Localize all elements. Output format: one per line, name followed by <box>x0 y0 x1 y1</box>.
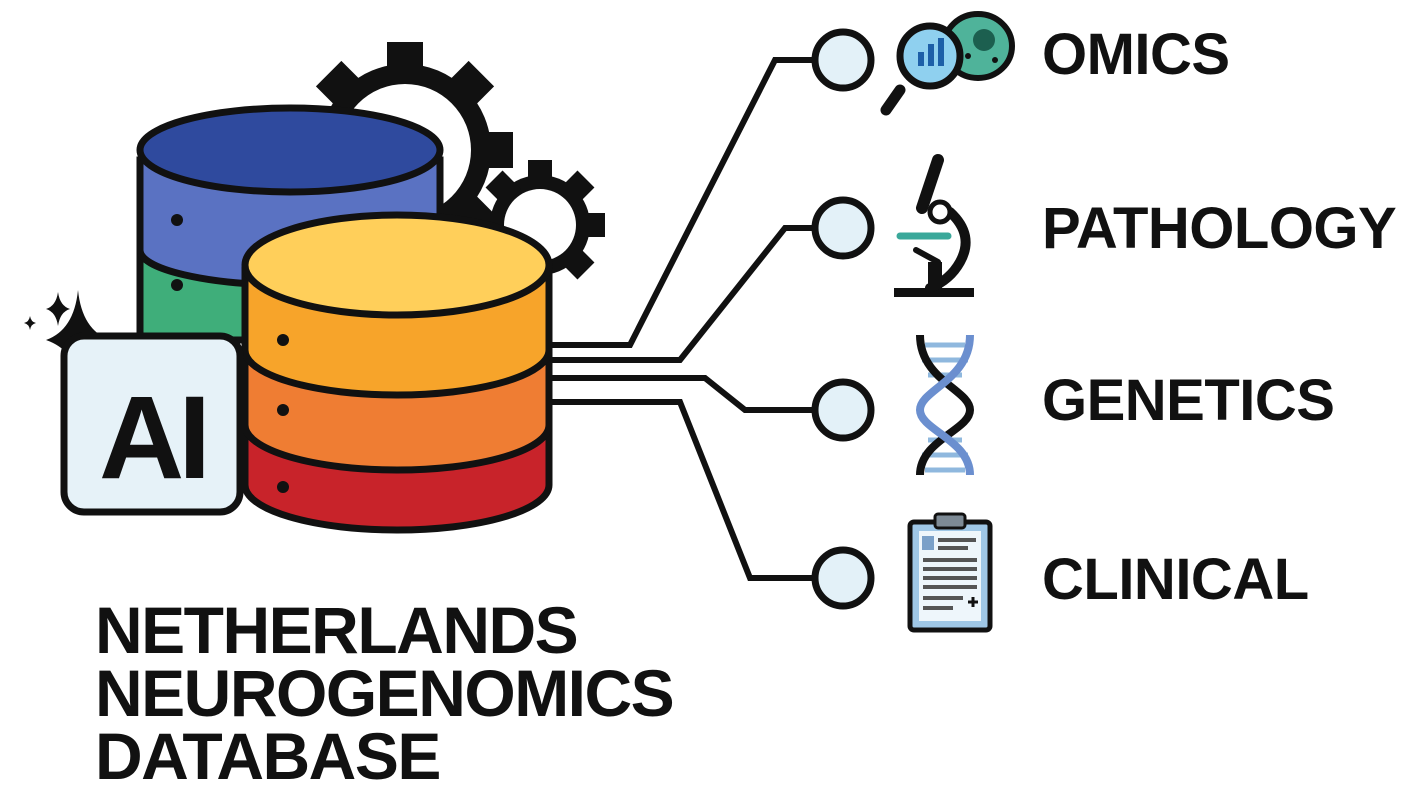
dna-helix-icon <box>915 334 975 476</box>
connector-lines <box>550 57 838 581</box>
page-title: NETHERLANDS NEUROGENOMICS DATABASE <box>95 593 675 786</box>
connector-pathology <box>550 225 838 363</box>
microscope-icon <box>894 154 974 297</box>
category-nodes <box>811 28 875 610</box>
title-line-3: DATABASE <box>95 719 440 786</box>
node-clinical <box>811 546 875 610</box>
label-genetics: GENETICS <box>1042 368 1335 433</box>
front-database-icon <box>241 211 553 534</box>
clipboard-icon <box>907 512 993 633</box>
node-omics <box>811 28 875 92</box>
title-line-2: NEUROGENOMICS <box>95 656 673 730</box>
connector-omics <box>550 57 838 348</box>
label-clinical: CLINICAL <box>1042 547 1309 612</box>
label-omics: OMICS <box>1042 22 1230 87</box>
magnifier-cell-icon <box>880 11 1015 116</box>
title-line-1: NETHERLANDS <box>95 593 577 667</box>
connector-clinical <box>550 399 838 581</box>
label-pathology: PATHOLOGY <box>1042 196 1396 261</box>
node-genetics <box>811 378 875 442</box>
node-pathology <box>811 196 875 260</box>
ai-badge-text: AI <box>99 372 205 504</box>
connector-genetics <box>550 375 838 413</box>
ai-badge: AI <box>60 332 244 516</box>
